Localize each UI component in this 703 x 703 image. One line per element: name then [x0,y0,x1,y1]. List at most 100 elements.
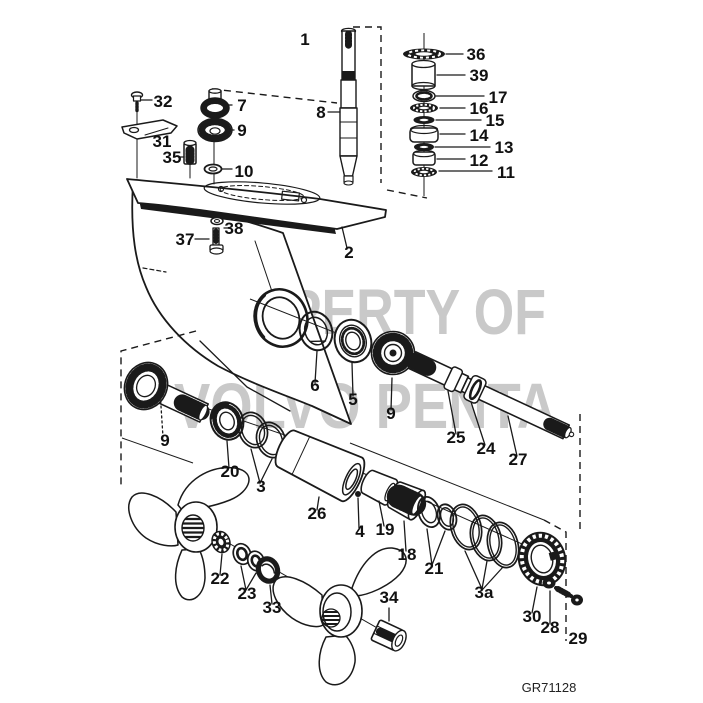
callout-23: 23 [238,584,257,603]
callout-18: 18 [398,545,417,564]
callout-28: 28 [541,618,560,637]
callout-13: 13 [495,138,514,157]
callout-25: 25 [447,428,466,447]
part-8-drive-shaft [339,27,358,186]
vertical-shaft-bore-assembly [298,310,575,440]
part-20-bearing [209,401,245,441]
leader-26 [316,496,320,511]
housing-bore-ring [253,288,309,348]
leader-3a-2 [482,566,504,590]
bolt-group-dashed [543,519,567,641]
plate-bolt-hole [300,196,308,204]
driveshaft-dashed-bracket [353,26,382,183]
leader-3a-1 [464,550,488,592]
dashed-link-gear [211,88,338,104]
part-13-ring [414,143,434,151]
callout-8: 8 [316,103,325,122]
pinion-group-boundary [120,330,197,487]
part-5-seal-bearing [333,318,373,364]
callout-1: 1 [300,30,309,49]
callout-27: 27 [509,450,528,469]
part-6-retainer-ring [298,310,334,352]
prop-shaft-bearing-group [360,469,583,606]
callout-38: 38 [225,219,244,238]
callout-19: 19 [376,520,395,539]
drawing-number: GR71128 [522,680,577,695]
callout-3: 3 [256,477,265,496]
part-24-bearing-sleeve [463,374,487,404]
callout-22: 22 [211,569,230,588]
callout-26: 26 [308,504,327,523]
callout-2: 2 [344,243,353,262]
leader-20 [226,440,230,469]
leader-21 [426,528,446,566]
leader-lines [140,53,551,625]
pinion-pointer-line [121,437,194,464]
leader-22 [219,553,223,576]
callout-10: 10 [235,162,254,181]
part-33-spacer-bushing [255,556,281,584]
leader-25 [447,390,457,435]
part-15-ring [413,116,435,124]
part-34-prop-nut [370,619,407,652]
part-3a-rings [449,503,520,569]
leader-18 [403,520,407,552]
part-39-sleeve [411,59,436,91]
leader-3 [250,448,273,485]
part-11-ring [411,167,437,177]
leader-33 [269,584,273,605]
part-17-bearing [412,89,436,103]
part-9-mid-bevel-gear [370,330,416,376]
part-14-bearing-cup [409,124,439,143]
propellers [128,466,407,686]
part-16-ring [410,103,438,113]
rear-propeller [272,547,407,686]
rear-hub-splines [322,611,340,625]
group-boundary-line [349,442,545,521]
callout-9-low: 9 [160,431,169,450]
leader-9-mid [390,377,393,411]
part-30-retaining-ring-nut [517,531,567,587]
callout-14: 14 [470,126,489,145]
shaft-spline-tip [543,417,572,438]
plate-detail [281,190,300,202]
callout-24: 24 [477,439,496,458]
gear-housing [126,178,387,425]
callout-34: 34 [380,588,399,607]
callout-16: 16 [470,99,489,118]
part-27-propeller-shaft [406,351,575,440]
callout-36: 36 [467,45,486,64]
housing-skeg-crease [199,340,291,412]
anti-ventilation-plate [126,178,387,230]
part-31-anode-bracket [121,119,178,140]
leader-27 [507,415,518,457]
front-propeller [128,466,250,601]
part-22-prop-nut [211,530,231,554]
plate-mating-oval [203,181,321,205]
leader-5 [351,362,354,397]
callout-29: 29 [569,629,588,648]
leader-30 [531,586,538,614]
part-7-gear [200,88,230,119]
part-12-spacer [412,149,436,166]
callout-39: 39 [470,66,489,85]
pinion-shaft-assembly [123,361,366,503]
callout-21: 21 [425,559,444,578]
callout-35: 35 [163,148,182,167]
top-left-parts [121,88,233,255]
callout-7: 7 [237,96,246,115]
part-10-washer [203,163,223,175]
callout-15: 15 [486,111,505,130]
front-hub-splines [182,517,204,539]
callout-33: 33 [263,598,282,617]
housing-hidden-line [142,267,167,273]
callout-32: 32 [154,92,173,111]
part-36-washer [403,48,445,60]
callout-5: 5 [348,390,357,409]
callout-labels: 1 2 3 3a 4 5 6 7 8 9 9 9 10 11 12 13 14 … [153,30,588,648]
part-28-lock-washer [542,577,556,589]
part-32-screw [130,91,144,114]
part-35-pin [183,139,197,166]
